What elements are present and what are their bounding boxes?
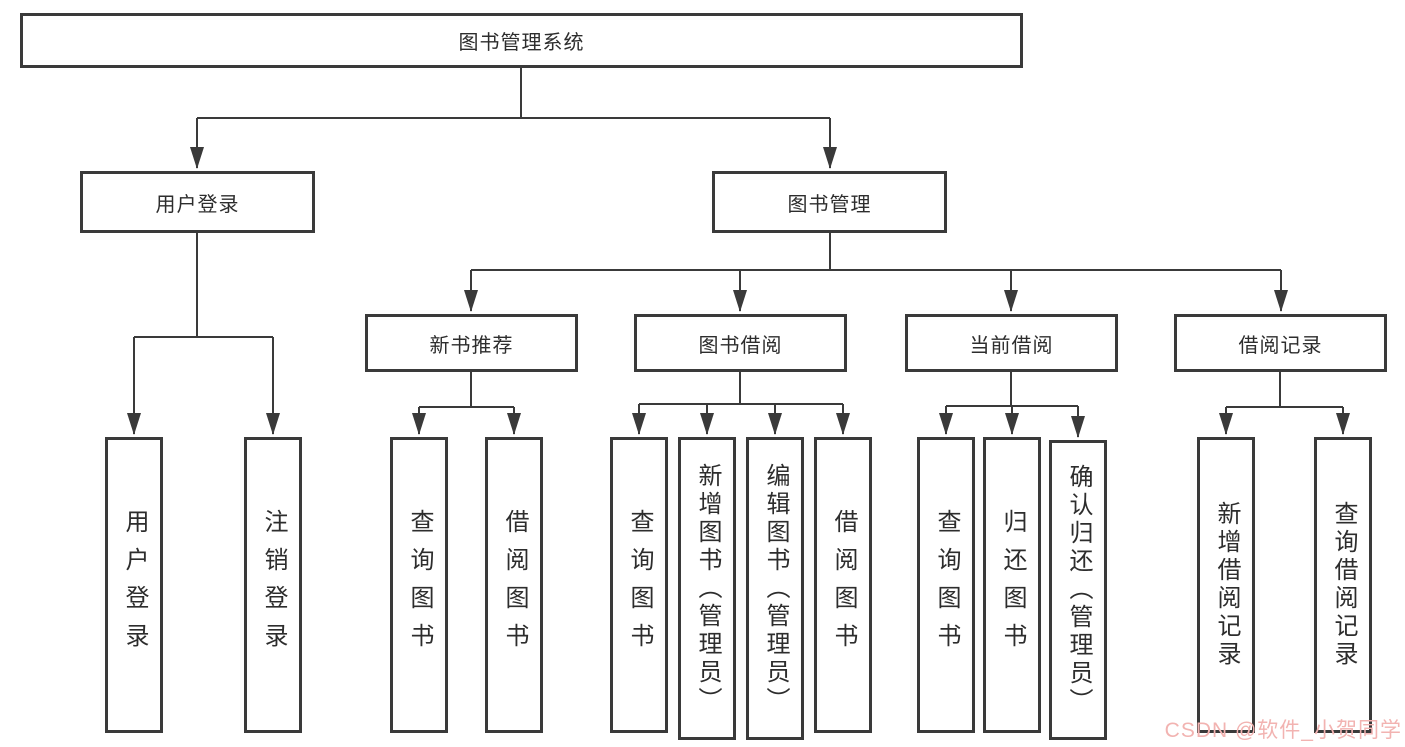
leaf-query-book-recommend-label: 查询图书 (406, 509, 433, 661)
connector-new-book-to-leaves (418, 372, 515, 434)
leaf-edit-book-admin: 编辑图书（管理员） (746, 437, 804, 740)
node-new-book-recommend: 新书推荐 (365, 314, 578, 372)
node-book-management: 图书管理 (712, 171, 947, 233)
leaf-add-borrow-record: 新增借阅记录 (1197, 437, 1255, 733)
leaf-logout-login-label: 注销登录 (260, 509, 287, 661)
node-book-borrow: 图书借阅 (634, 314, 847, 372)
leaf-return-book-label: 归还图书 (999, 509, 1026, 661)
leaf-query-book-borrow-label: 查询图书 (626, 509, 653, 661)
leaf-user-login: 用户登录 (105, 437, 163, 733)
leaf-query-borrow-record-label: 查询借阅记录 (1330, 501, 1357, 669)
node-root: 图书管理系统 (20, 13, 1023, 68)
node-new-book-recommend-label: 新书推荐 (429, 334, 514, 357)
leaf-return-book: 归还图书 (983, 437, 1041, 733)
node-borrow-record: 借阅记录 (1174, 314, 1387, 372)
leaf-add-book-admin: 新增图书（管理员） (678, 437, 736, 740)
leaf-query-book-current-label: 查询图书 (933, 509, 960, 661)
leaf-edit-book-admin-label: 编辑图书（管理员） (762, 462, 789, 715)
leaf-user-login-label: 用户登录 (121, 509, 148, 661)
leaf-query-book-recommend: 查询图书 (390, 437, 448, 733)
connector-user-login-to-leaves (133, 233, 274, 434)
node-book-borrow-label: 图书借阅 (698, 334, 783, 357)
leaf-add-borrow-record-label: 新增借阅记录 (1213, 501, 1240, 669)
connector-root-to-level2 (196, 68, 831, 168)
leaf-logout-login: 注销登录 (244, 437, 302, 733)
arrowheads (127, 147, 1350, 438)
node-book-management-label: 图书管理 (787, 193, 872, 216)
leaf-confirm-return-admin-label: 确认归还（管理员） (1065, 464, 1092, 716)
leaf-confirm-return-admin: 确认归还（管理员） (1049, 440, 1107, 740)
node-user-login: 用户登录 (80, 171, 315, 233)
node-borrow-record-label: 借阅记录 (1238, 334, 1323, 357)
watermark: CSDN @软件_小贺同学 (1164, 719, 1402, 742)
leaf-borrow-book: 借阅图书 (814, 437, 872, 733)
connector-book-borrow-to-leaves (638, 372, 844, 434)
leaf-borrow-book-label: 借阅图书 (830, 509, 857, 661)
leaf-borrow-book-recommend-label: 借阅图书 (501, 509, 528, 661)
node-current-borrow-label: 当前借阅 (969, 334, 1054, 357)
leaf-add-book-admin-label: 新增图书（管理员） (694, 462, 721, 715)
connector-borrow-record-to-leaves (1225, 372, 1344, 434)
node-root-label: 图书管理系统 (458, 32, 585, 54)
node-user-login-label: 用户登录 (155, 193, 240, 216)
leaf-borrow-book-recommend: 借阅图书 (485, 437, 543, 733)
node-current-borrow: 当前借阅 (905, 314, 1118, 372)
connector-book-mgmt-to-level3 (470, 233, 1282, 311)
leaf-query-borrow-record: 查询借阅记录 (1314, 437, 1372, 733)
leaf-query-book-borrow: 查询图书 (610, 437, 668, 733)
leaf-query-book-current: 查询图书 (917, 437, 975, 733)
